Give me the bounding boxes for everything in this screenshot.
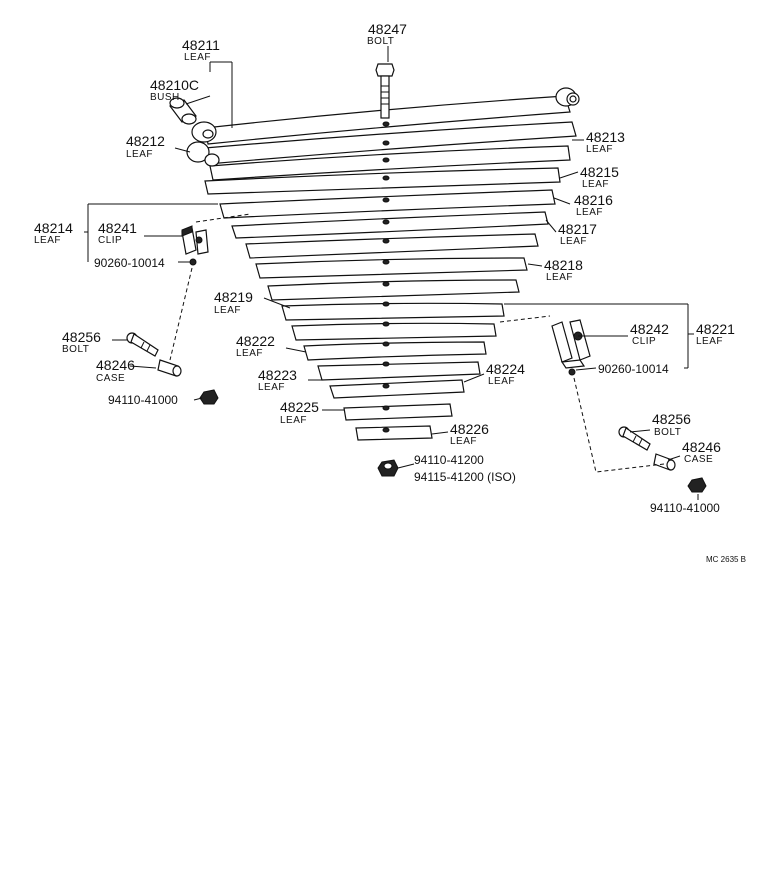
- leaf-48215: [204, 167, 561, 195]
- nut-94110-left: [199, 389, 219, 405]
- bush-48210c: [169, 97, 197, 125]
- label-48246-left-name: CASE: [96, 373, 125, 384]
- label-48211-name: LEAF: [184, 52, 211, 63]
- label-48214-pn: 48214: [34, 220, 73, 236]
- label-48247-pn: 48247: [368, 21, 407, 37]
- dashed-assembly-lines: [169, 213, 665, 473]
- clip-48241: [181, 225, 209, 266]
- leaf-48218: [255, 257, 528, 279]
- label-48241-name: CLIP: [98, 235, 122, 246]
- label-94110-right: 94110-41000: [650, 501, 720, 515]
- label-48210c-name: BUSH: [150, 92, 180, 103]
- leaf-48219: [281, 302, 505, 321]
- label-48210c-pn: 48210C: [150, 77, 199, 93]
- leaf-48222: [303, 341, 487, 361]
- label-48213-name: LEAF: [586, 144, 613, 155]
- label-48225-name: LEAF: [280, 415, 307, 426]
- leaf-48212: [204, 121, 577, 165]
- label-48219-name: LEAF: [214, 305, 241, 316]
- label-48222-name: LEAF: [236, 348, 263, 359]
- label-48256-right-name: BOLT: [654, 427, 681, 438]
- label-90260-left: 90260-10014: [94, 256, 165, 270]
- label-48212-name: LEAF: [126, 149, 153, 160]
- case-48246-right: [653, 453, 676, 471]
- label-48221-pn: 48221: [696, 321, 735, 337]
- leaf-upper-middle: [267, 279, 520, 301]
- leader-lines: [84, 46, 699, 500]
- leaf-48224: [329, 379, 465, 399]
- clip-48242: [551, 319, 591, 376]
- label-48241-pn: 48241: [98, 220, 137, 236]
- label-48256-left-name: BOLT: [62, 344, 89, 355]
- leaf-stack: [204, 95, 577, 441]
- label-48218-pn: 48218: [544, 257, 583, 273]
- labels: 48247 BOLT 48211 LEAF 48210C BUSH 48212 …: [34, 21, 746, 564]
- label-48211-pn: 48211: [182, 37, 220, 53]
- label-48215-name: LEAF: [582, 179, 609, 190]
- leaf-48211: [204, 95, 571, 145]
- label-48221-name: LEAF: [696, 336, 723, 347]
- leaf-48217: [231, 211, 549, 239]
- leaf-48223: [317, 361, 481, 381]
- diagram-reference-code: MC 2635 B: [706, 555, 746, 564]
- label-48217-pn: 48217: [558, 221, 597, 237]
- label-48219-pn: 48219: [214, 289, 253, 305]
- bolt-48256-right: [618, 426, 651, 451]
- center-nut: [377, 459, 399, 477]
- label-48224-pn: 48224: [486, 361, 525, 377]
- label-48214-name: LEAF: [34, 235, 61, 246]
- label-90260-right: 90260-10014: [598, 362, 669, 376]
- label-94110-left: 94110-41000: [108, 393, 178, 407]
- leaf-48216: [219, 189, 556, 219]
- label-48256-right-pn: 48256: [652, 411, 691, 427]
- label-48242-pn: 48242: [630, 321, 669, 337]
- label-48247-name: BOLT: [367, 36, 394, 47]
- label-48256-left-pn: 48256: [62, 329, 101, 345]
- label-48223-name: LEAF: [258, 382, 285, 393]
- leaf-48221: [291, 322, 497, 341]
- label-48246-left-pn: 48246: [96, 357, 135, 373]
- label-48217-name: LEAF: [560, 236, 587, 247]
- label-94110-center: 94110-41200: [414, 453, 484, 467]
- center-bolt-48247: [375, 63, 395, 119]
- leaf-48225: [343, 403, 453, 421]
- spring-eyes: [186, 87, 580, 167]
- label-48226-name: LEAF: [450, 436, 477, 447]
- leaf-48226: [355, 425, 433, 441]
- label-48226-pn: 48226: [450, 421, 489, 437]
- label-48216-pn: 48216: [574, 192, 613, 208]
- label-48216-name: LEAF: [576, 207, 603, 218]
- label-48222-pn: 48222: [236, 333, 275, 349]
- label-48215-pn: 48215: [580, 164, 619, 180]
- leaf-48213: [209, 145, 571, 181]
- label-48212-pn: 48212: [126, 133, 165, 149]
- label-48223-pn: 48223: [258, 367, 297, 383]
- label-48225-pn: 48225: [280, 399, 319, 415]
- center-holes: [382, 121, 390, 433]
- case-48246-left: [157, 359, 182, 377]
- label-94115-center: 94115-41200 (ISO): [414, 470, 516, 484]
- bolt-48256-left: [126, 332, 159, 357]
- leaf-48217-lower: [245, 233, 539, 259]
- label-48246-right-name: CASE: [684, 454, 713, 465]
- label-48246-right-pn: 48246: [682, 439, 721, 455]
- label-48213-pn: 48213: [586, 129, 625, 145]
- label-48224-name: LEAF: [488, 376, 515, 387]
- label-48242-name: CLIP: [632, 336, 656, 347]
- nut-94110-right: [687, 477, 707, 493]
- label-48218-name: LEAF: [546, 272, 573, 283]
